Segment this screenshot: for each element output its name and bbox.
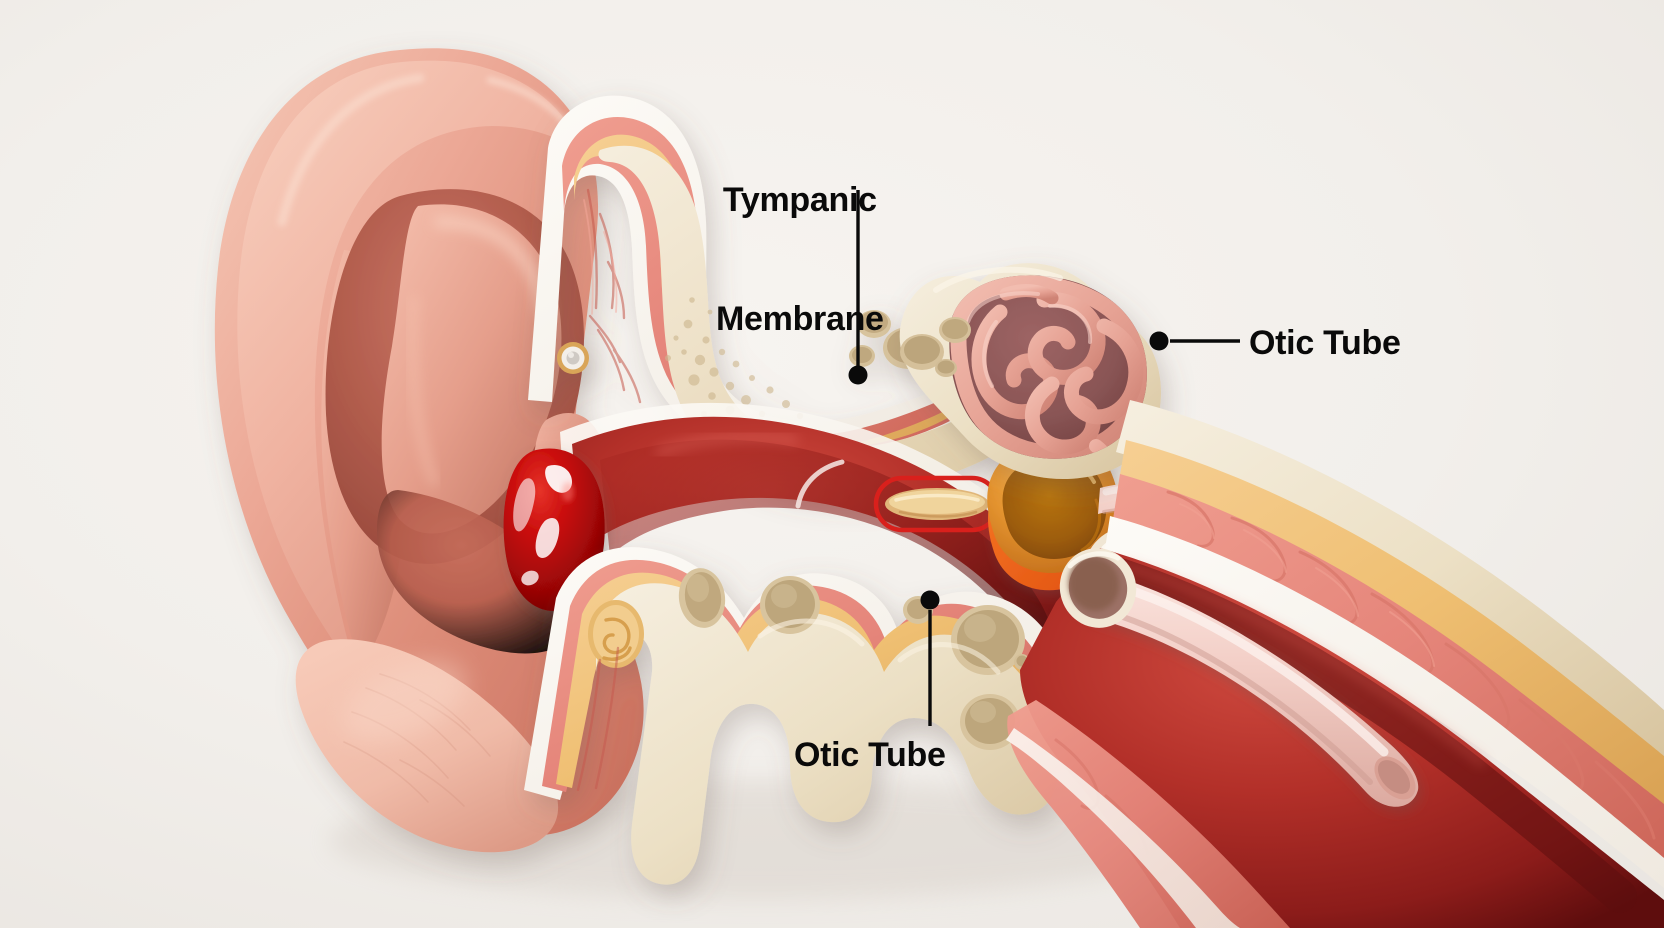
leader-dot-tympanic-membrane	[848, 365, 868, 385]
leader-lines	[848, 190, 1240, 726]
label-otic-tube-bottom: Otic Tube	[794, 736, 946, 774]
tissue-lower-muscle	[1007, 700, 1290, 928]
canal-interior-shadow	[600, 439, 1054, 650]
cavum-concha	[376, 490, 578, 654]
label-tympanic-membrane-line2: Membrane	[716, 299, 884, 338]
lower-bone-cream	[596, 583, 1058, 885]
muscle-striations-upper-2	[583, 199, 618, 315]
eustachian-tube-lower	[1068, 568, 1419, 807]
mini-cochlea-inset	[588, 600, 644, 668]
lower-right-tissue-bands	[1006, 400, 1664, 928]
cochlea-bone-cavities	[900, 317, 971, 377]
muscle-striations-upper	[586, 188, 642, 404]
helix-rim	[237, 60, 581, 673]
canal-highlight	[795, 459, 845, 509]
label-tympanic-membrane-line1: Tympanic	[722, 180, 877, 219]
tube-origin-ring	[1059, 548, 1137, 628]
leader-dot-otic-tube-right	[1149, 331, 1169, 351]
label-tympanic-membrane: Tympanic Membrane	[716, 101, 884, 419]
lower-muscle-striations	[576, 646, 620, 792]
small-ossicle-inset	[557, 342, 589, 374]
leader-dot-otic-tube-bottom	[920, 590, 940, 610]
malleus-outline	[873, 475, 1001, 533]
label-otic-tube-right: Otic Tube	[1249, 324, 1401, 362]
